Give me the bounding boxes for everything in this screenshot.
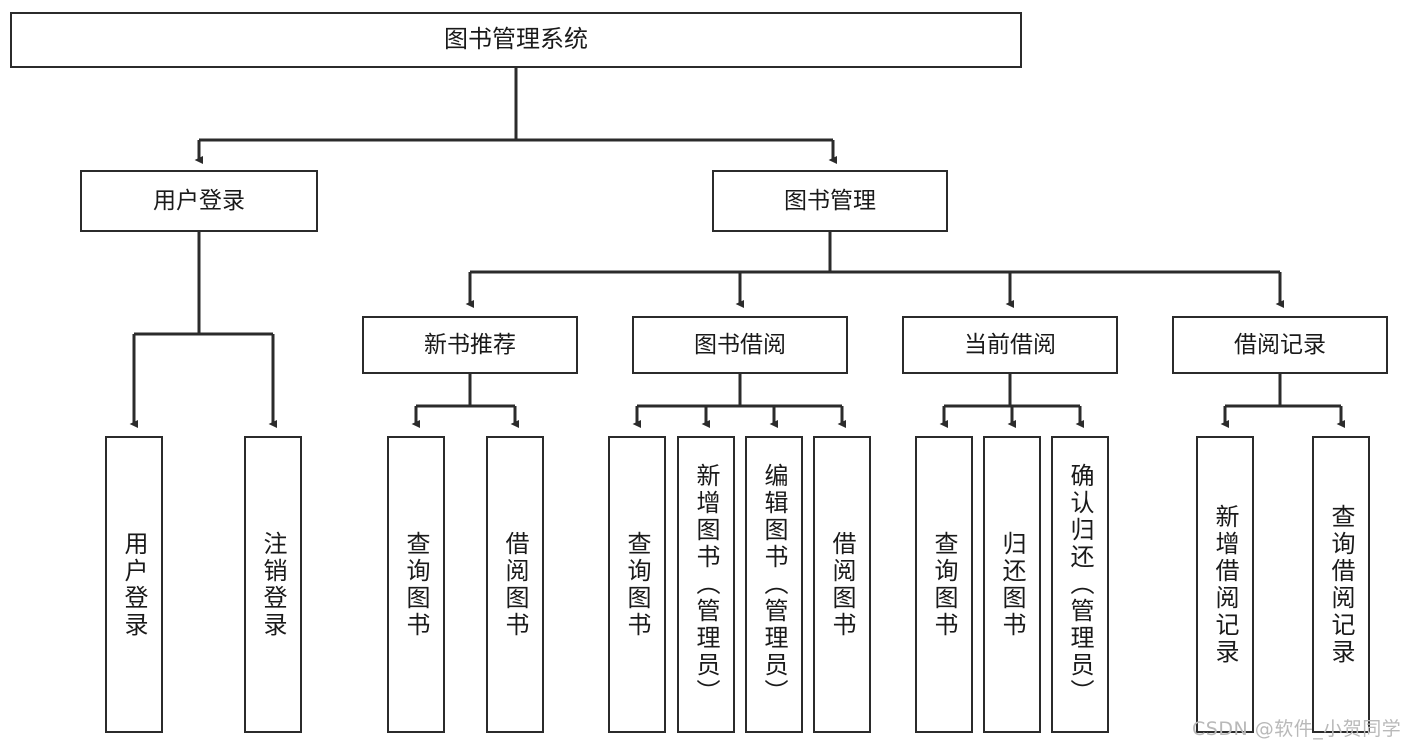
leaf-borrow-book-newbook-label: 借阅图书 <box>501 530 529 639</box>
node-book-management-label: 图书管理 <box>784 187 876 214</box>
leaf-query-book-newbook[interactable]: 查询图书 <box>387 436 445 733</box>
node-user-login[interactable]: 用户登录 <box>80 170 318 232</box>
node-root-label: 图书管理系统 <box>444 25 588 54</box>
node-book-borrow-label: 图书借阅 <box>694 331 786 358</box>
leaf-add-book-admin[interactable]: 新增图书（管理员） <box>677 436 735 733</box>
node-new-book-recommend[interactable]: 新书推荐 <box>362 316 578 374</box>
leaf-edit-book-admin[interactable]: 编辑图书（管理员） <box>745 436 803 733</box>
node-borrow-record[interactable]: 借阅记录 <box>1172 316 1388 374</box>
leaf-add-book-admin-label: 新增图书（管理员） <box>692 463 720 706</box>
leaf-add-borrow-record-label: 新增借阅记录 <box>1211 503 1239 666</box>
leaf-borrow-book[interactable]: 借阅图书 <box>813 436 871 733</box>
leaf-logout-label: 注销登录 <box>259 530 287 639</box>
node-new-book-recommend-label: 新书推荐 <box>424 331 516 358</box>
leaf-query-book-current-label: 查询图书 <box>930 530 958 639</box>
node-root[interactable]: 图书管理系统 <box>10 12 1022 68</box>
leaf-add-borrow-record[interactable]: 新增借阅记录 <box>1196 436 1254 733</box>
leaf-query-borrow-record[interactable]: 查询借阅记录 <box>1312 436 1370 733</box>
leaf-user-login-label: 用户登录 <box>120 530 148 639</box>
leaf-return-book[interactable]: 归还图书 <box>983 436 1041 733</box>
leaf-user-login[interactable]: 用户登录 <box>105 436 163 733</box>
node-borrow-record-label: 借阅记录 <box>1234 331 1326 358</box>
leaf-borrow-book-label: 借阅图书 <box>828 530 856 639</box>
leaf-edit-book-admin-label: 编辑图书（管理员） <box>760 463 788 706</box>
csdn-watermark: CSDN @软件_小贺同学 <box>1192 718 1402 740</box>
node-book-management[interactable]: 图书管理 <box>712 170 948 232</box>
leaf-logout[interactable]: 注销登录 <box>244 436 302 733</box>
node-user-login-label: 用户登录 <box>153 187 245 214</box>
node-current-borrow-label: 当前借阅 <box>964 331 1056 358</box>
leaf-confirm-return-admin[interactable]: 确认归还（管理员） <box>1051 436 1109 733</box>
node-current-borrow[interactable]: 当前借阅 <box>902 316 1118 374</box>
leaf-query-borrow-record-label: 查询借阅记录 <box>1327 503 1355 666</box>
leaf-query-book-borrow[interactable]: 查询图书 <box>608 436 666 733</box>
node-book-borrow[interactable]: 图书借阅 <box>632 316 848 374</box>
leaf-query-book-borrow-label: 查询图书 <box>623 530 651 639</box>
leaf-borrow-book-newbook[interactable]: 借阅图书 <box>486 436 544 733</box>
leaf-query-book-newbook-label: 查询图书 <box>402 530 430 639</box>
leaf-confirm-return-admin-label: 确认归还（管理员） <box>1066 463 1094 706</box>
leaf-return-book-label: 归还图书 <box>998 530 1026 639</box>
leaf-query-book-current[interactable]: 查询图书 <box>915 436 973 733</box>
